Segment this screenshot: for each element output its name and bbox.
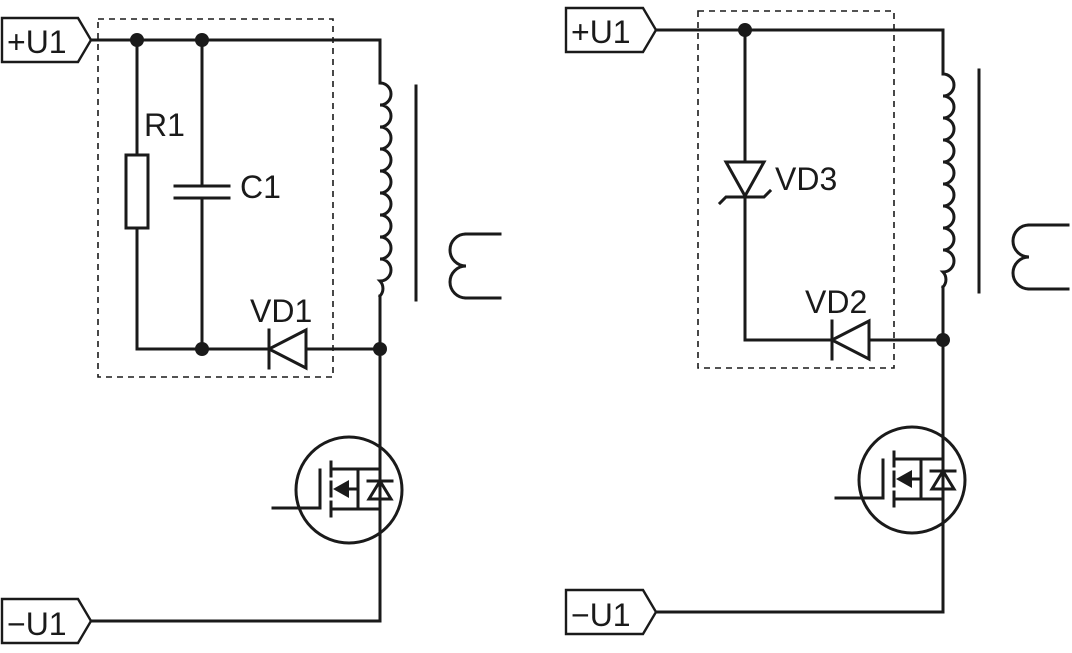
capacitor-c1 <box>173 184 231 200</box>
right-secondary-coil <box>1011 223 1031 291</box>
zener-vd3 <box>717 160 773 206</box>
right-transformer <box>939 68 1070 294</box>
left-wires <box>89 38 382 623</box>
zener-vd3-label: VD3 <box>775 161 837 197</box>
right-minus-terminal <box>564 588 658 636</box>
left-circuit: +U1 −U1 R1 C1 VD <box>0 16 502 645</box>
left-minus-terminal <box>0 597 93 645</box>
right-plus-label: +U1 <box>571 14 631 50</box>
resistor-r1-label: R1 <box>144 107 185 143</box>
left-plus-label: +U1 <box>7 24 67 60</box>
left-mosfet <box>271 435 404 545</box>
left-junction-dots <box>130 33 387 356</box>
diode-vd1 <box>265 327 308 371</box>
left-minus-label: −U1 <box>7 606 67 642</box>
right-junction-dots <box>738 23 950 347</box>
left-plus-terminal <box>0 16 93 64</box>
right-primary-coil <box>939 72 956 290</box>
left-transformer <box>376 81 502 302</box>
diode-vd2 <box>828 318 871 362</box>
right-mosfet <box>834 425 967 535</box>
diode-vd1-label: VD1 <box>250 293 312 329</box>
capacitor-c1-label: C1 <box>240 169 281 205</box>
left-primary-coil <box>376 81 393 299</box>
right-wires <box>654 28 945 614</box>
right-snubber-outline <box>697 10 895 369</box>
right-plus-terminal <box>564 6 658 54</box>
resistor-r1 <box>124 153 150 230</box>
right-minus-label: −U1 <box>571 597 631 633</box>
right-circuit: +U1 −U1 VD3 VD2 <box>564 6 1070 636</box>
left-secondary-coil <box>448 232 468 300</box>
left-snubber-outline <box>97 18 334 378</box>
diode-vd2-label: VD2 <box>805 284 867 320</box>
